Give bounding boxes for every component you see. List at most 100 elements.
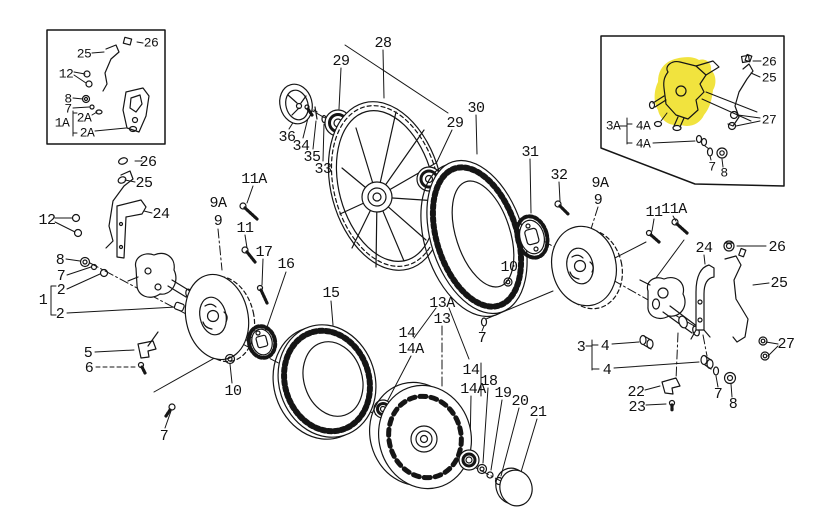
- part-label-l_2l: 2: [56, 306, 65, 323]
- part-label-l_6: 6: [85, 360, 94, 377]
- bearing-14-right: [458, 449, 480, 471]
- part-label-i2_26: 26: [762, 54, 777, 69]
- nut-12-left-b: [73, 228, 83, 238]
- inset2-oring-7: [706, 147, 714, 157]
- part-label-p29l: 29: [332, 53, 349, 70]
- part-label-l_7: 7: [57, 268, 66, 285]
- inset-box-top-left: [46, 29, 166, 145]
- part-label-r_22: 22: [627, 384, 644, 401]
- nut-26-right: [723, 240, 735, 252]
- part-label-l_11: 11: [236, 220, 254, 237]
- bushing-2-upper: [99, 268, 109, 278]
- nut-12-left-a: [71, 213, 81, 223]
- part-label-i2_25: 25: [762, 70, 777, 85]
- part-7-left: [90, 263, 98, 271]
- part-label-r_4l: 4: [603, 362, 612, 379]
- part-label-l_26b: 26: [139, 154, 157, 171]
- part-label-p33: 33: [314, 161, 332, 178]
- part-label-p19: 19: [494, 385, 511, 402]
- part-label-i1_25: 25: [77, 46, 92, 61]
- inset1-nut-12b: [85, 80, 93, 88]
- wheel-13: [368, 381, 473, 490]
- bracket-5: [137, 340, 157, 359]
- part-label-l_5: 5: [84, 345, 93, 362]
- part-label-p16: 16: [277, 256, 295, 273]
- nut-10-left: [224, 353, 236, 365]
- part-label-i1_2a_2: 2A: [80, 125, 95, 140]
- screw-32: [554, 200, 570, 216]
- part-label-p30: 30: [467, 100, 485, 117]
- left-brackets: [71, 170, 185, 418]
- inset2-clip-26: [740, 54, 751, 64]
- inset1-part-7: [89, 104, 95, 110]
- inset2-bracket-3a: [648, 60, 720, 132]
- nut-10-right-hole: [505, 279, 511, 285]
- part-label-p34: 34: [292, 138, 310, 155]
- disc-9-right: [551, 225, 623, 310]
- leader-lines: [50, 41, 779, 477]
- inset1-lever-25: [102, 36, 133, 92]
- tire-30: [420, 159, 528, 318]
- part-label-p21: 21: [529, 404, 547, 421]
- clip-26-left: [118, 157, 128, 165]
- lever-25-left: [105, 170, 134, 249]
- part-label-l_8: 8: [56, 252, 65, 269]
- inset1-bushing-8: [81, 94, 91, 104]
- inset2-lever-25: [727, 53, 754, 127]
- lever-25-right: [724, 247, 749, 343]
- part-label-p13: 13: [433, 311, 451, 328]
- washer-19: [486, 471, 494, 479]
- pin-35: [313, 106, 318, 120]
- nut-27-right-a: [758, 336, 768, 346]
- part-label-p14l: 14: [462, 362, 480, 379]
- part-label-r_11a: 11A: [661, 201, 687, 218]
- part-label-i2_4a1: 4A: [636, 118, 651, 133]
- part-label-r_8b: 8: [729, 396, 738, 413]
- screw-17: [256, 284, 269, 305]
- part-label-p18: 18: [480, 373, 498, 390]
- part-label-r_25: 25: [770, 275, 788, 292]
- highlight-region: [654, 57, 716, 126]
- screw-11a-right: [671, 218, 689, 235]
- sprocket-31: [514, 214, 550, 260]
- part-label-p36: 36: [278, 129, 296, 146]
- part-label-r_9: 9: [594, 192, 603, 209]
- part-label-p15: 15: [322, 285, 340, 302]
- screw-11-left: [241, 246, 257, 264]
- part-label-l_9a: 9A: [209, 195, 227, 212]
- part-label-p20: 20: [511, 393, 529, 410]
- bushing-4-lower: [700, 354, 714, 370]
- part-label-l_17: 17: [255, 244, 272, 261]
- part-label-p14au: 14A: [398, 341, 424, 358]
- part-label-p28: 28: [374, 35, 392, 52]
- washer-18: [476, 463, 488, 475]
- part-label-r_9a: 9A: [591, 175, 609, 192]
- part-label-p29r: 29: [446, 115, 463, 132]
- part-label-m_7: 7: [478, 330, 487, 347]
- part-label-p14u: 14: [398, 325, 416, 342]
- part-label-r_26: 26: [768, 239, 786, 256]
- inset2-bushing-4a: [695, 134, 708, 147]
- part-label-p35: 35: [303, 149, 321, 166]
- part-label-r_7b: 7: [714, 386, 723, 403]
- oring-7-right: [712, 366, 720, 376]
- part-label-l_12: 12: [38, 212, 55, 229]
- wheel-28: [327, 101, 445, 271]
- bushing-2-lower: [173, 301, 185, 312]
- part-label-l_24: 24: [152, 206, 170, 223]
- screw-7-bl: [164, 408, 172, 418]
- part-label-p14al: 14A: [460, 381, 486, 398]
- bushing-8-right: [723, 371, 737, 385]
- tire-15: [272, 324, 377, 440]
- bushing-8-left: [79, 256, 91, 268]
- sprocket-16: [246, 324, 278, 360]
- bracket-22: [661, 377, 681, 395]
- inset1-bracket-1a: [122, 87, 150, 133]
- part-label-i2_8: 8: [720, 165, 727, 180]
- inset2-bushing-8: [716, 147, 728, 159]
- part-label-r_3: 3: [577, 339, 586, 356]
- part-label-l_10: 10: [224, 383, 242, 400]
